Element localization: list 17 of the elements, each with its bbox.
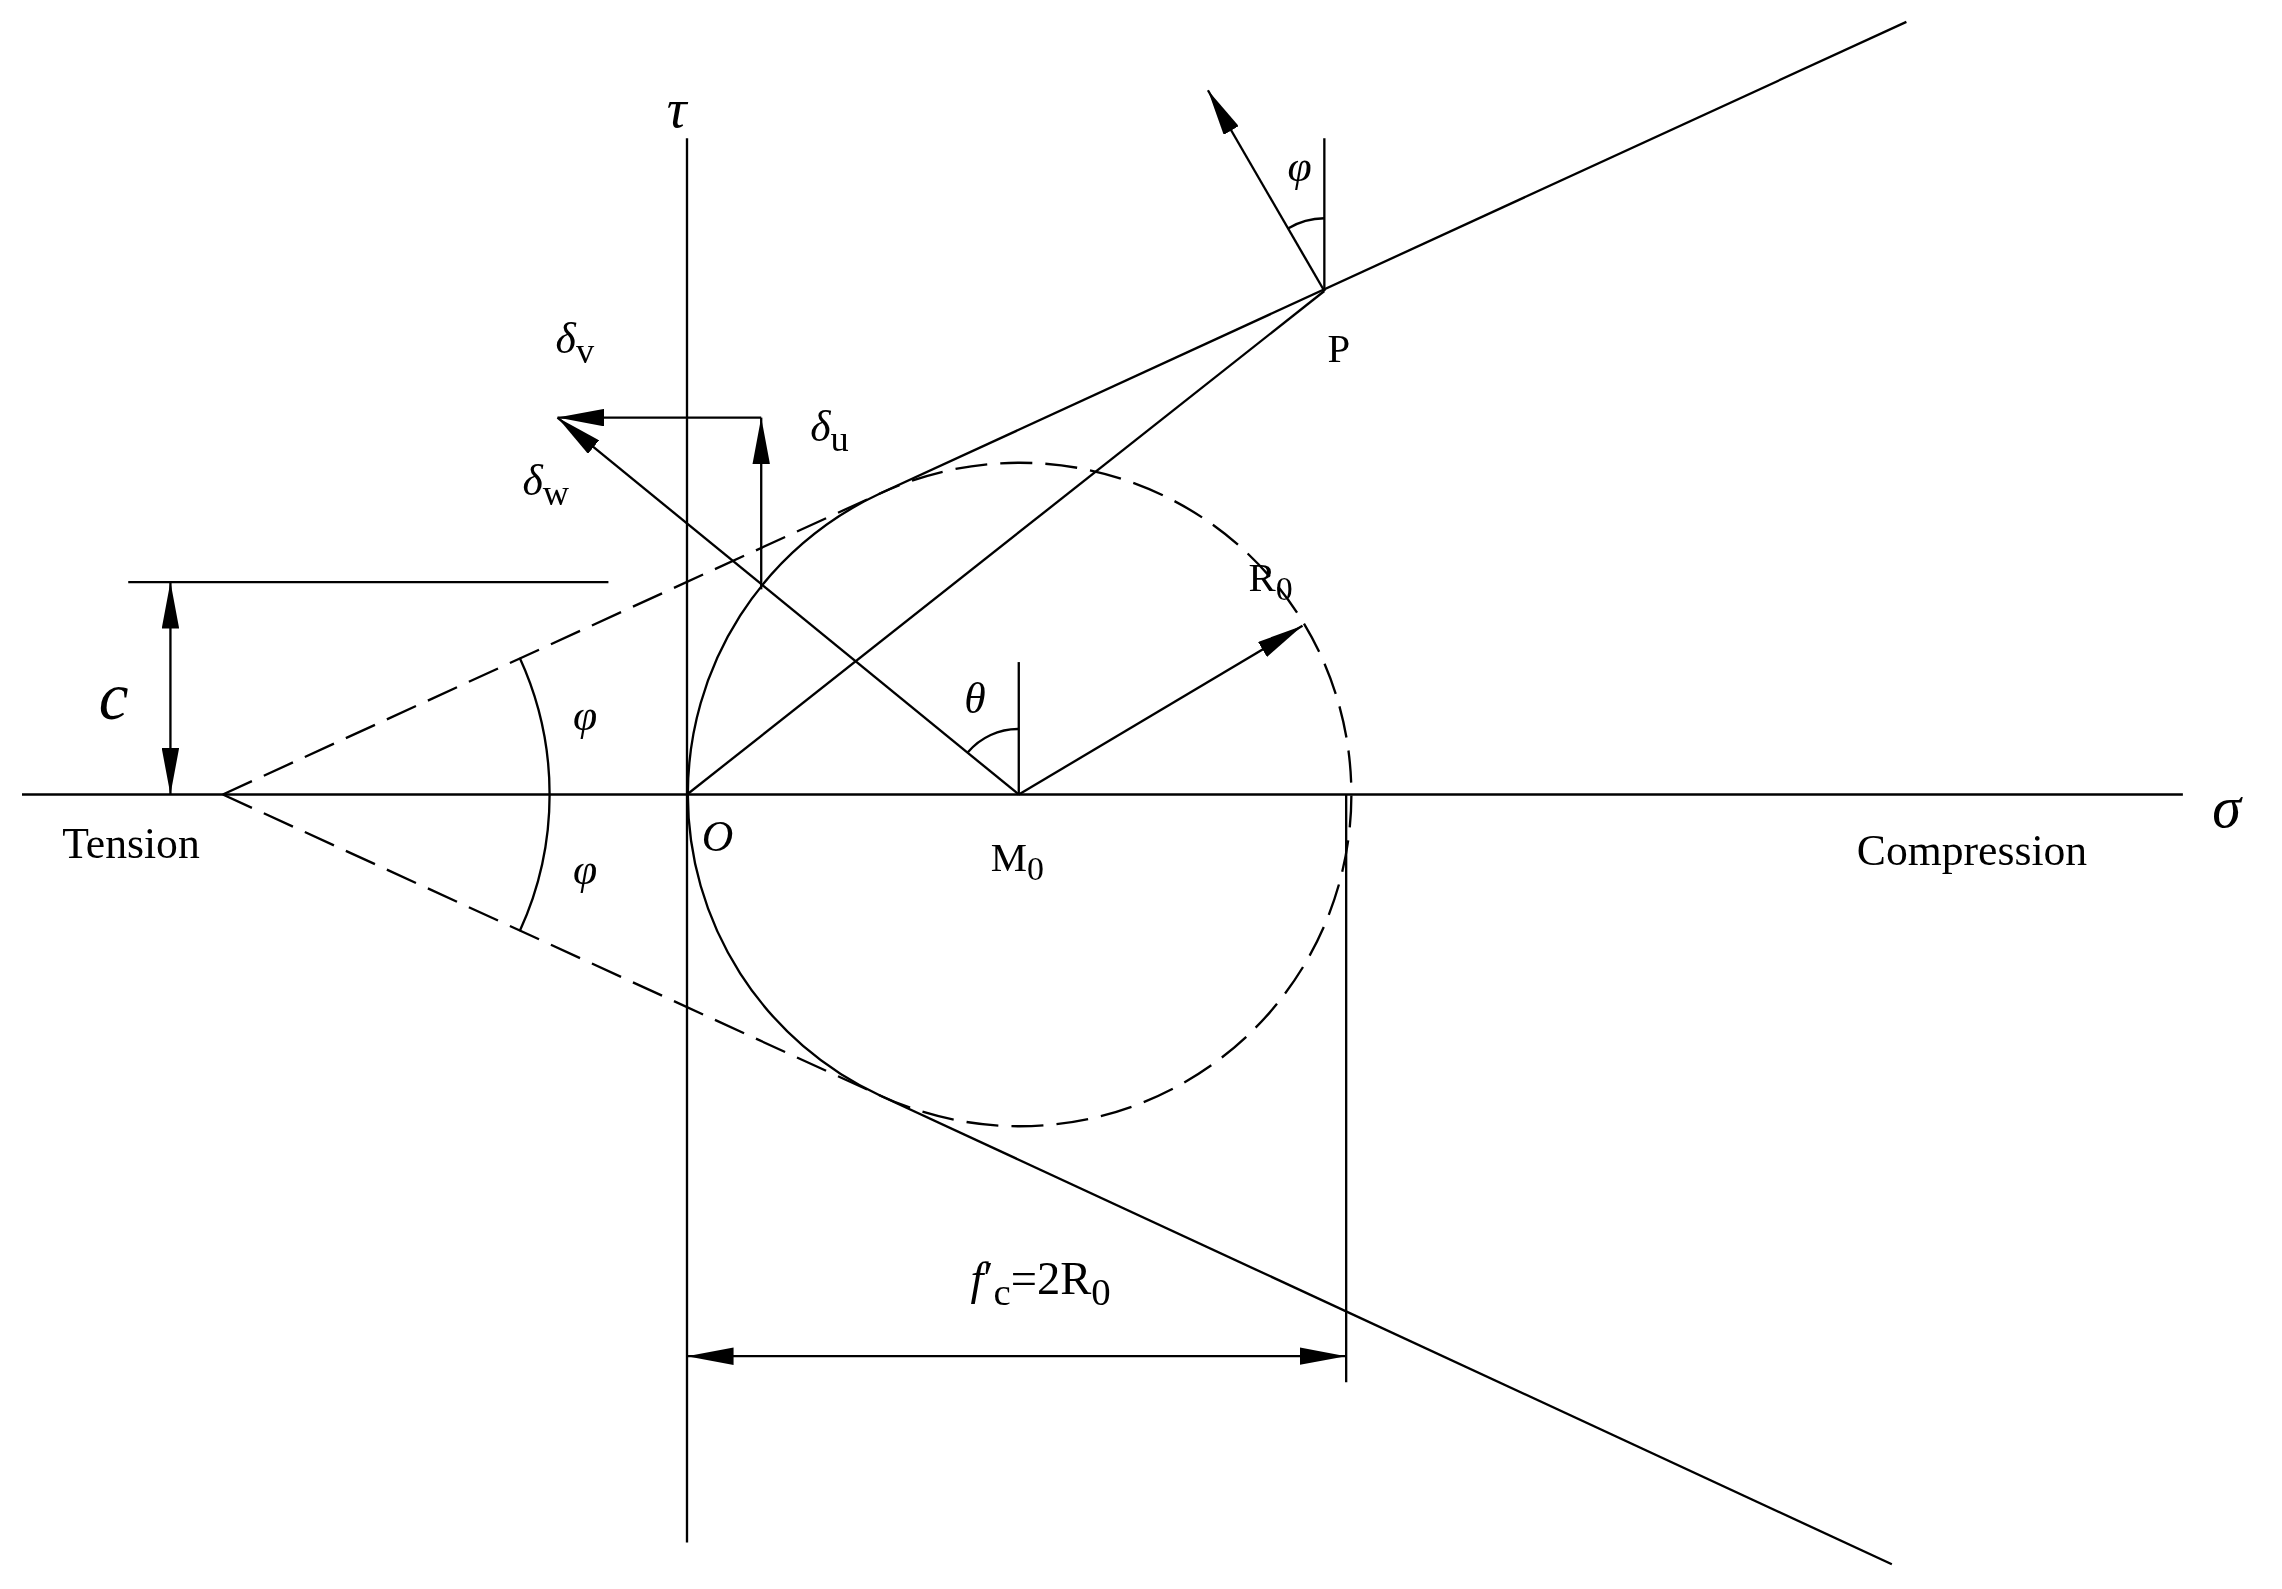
displacement-label: δ$_{w}$ [522, 458, 570, 511]
displacement-label: δ$_{v}$ [555, 317, 595, 370]
cohesion-label: c [98, 662, 129, 730]
point-label: P [1327, 328, 1351, 370]
center-label: M$_{0}$ [990, 837, 1044, 886]
axis-end-label: Compression [1856, 829, 2088, 874]
dimension-label: f′$_{c}$=2R$_{0}$ [970, 1256, 1111, 1312]
angle-label: φ [572, 848, 598, 893]
angle-label: φ [1287, 145, 1312, 190]
axis-end-label: Tension [62, 822, 200, 866]
radius-label: R$_{0}$ [1248, 558, 1293, 607]
sigma-axis-label: σ [2212, 778, 2242, 837]
angle-label: φ [572, 694, 598, 738]
displacement-label: δ$_{u}$ [810, 404, 849, 457]
origin-label: O [701, 815, 734, 859]
tau-axis-label: τ [666, 81, 687, 137]
angle-label: θ [964, 676, 986, 721]
